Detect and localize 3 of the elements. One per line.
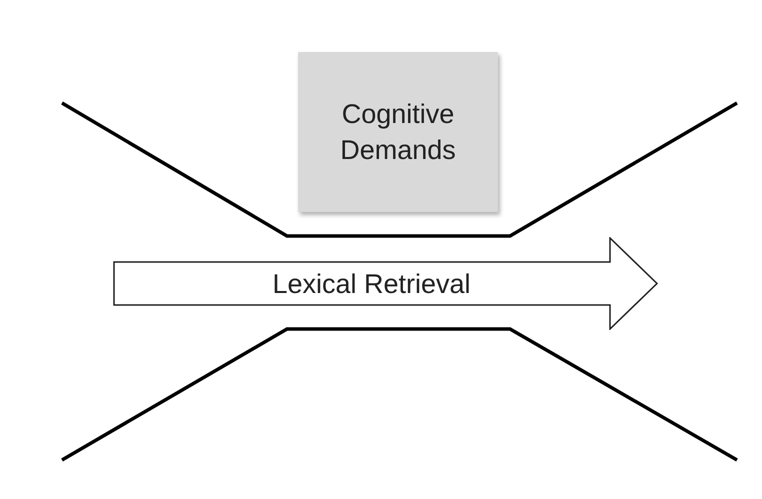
process-box [298,52,498,212]
arrow-label: Lexical Retrieval [271,268,472,300]
box-label: Cognitive Demands [339,98,457,167]
